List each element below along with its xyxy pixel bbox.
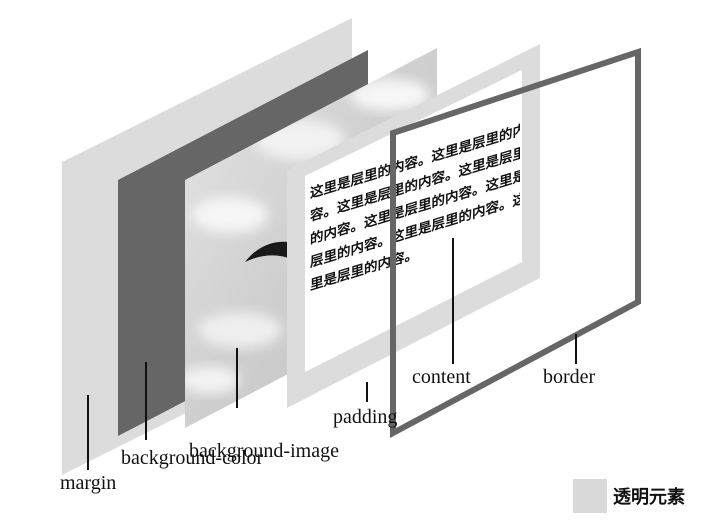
margin-label: margin: [60, 472, 116, 494]
content-label: content: [412, 366, 471, 388]
legend-swatch: [573, 479, 607, 513]
content-area: [305, 70, 522, 372]
background-image-label: background-image: [189, 440, 339, 462]
background-color-label: background-color: [121, 447, 264, 469]
padding-label: padding: [333, 406, 397, 428]
border-layer: [390, 47, 641, 439]
legend-label: 透明元素: [613, 487, 685, 508]
border-label: border: [543, 366, 596, 388]
